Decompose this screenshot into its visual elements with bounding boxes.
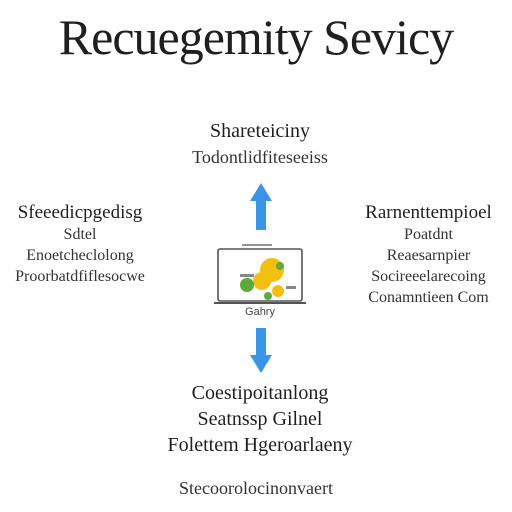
bottom-node: Coestipoitanlong Seatnssp Gilnel Folette… <box>140 380 380 458</box>
left-node: Sfeeedicpgedisg Sdtel Enoetcheclolong Pr… <box>0 202 160 287</box>
bottom-node-line-2: Folettem Hgeroarlaeny <box>167 434 353 456</box>
arrow-up-icon <box>250 183 272 230</box>
top-node-heading: Shareteiciny <box>210 120 310 142</box>
right-node: Rarnenttempioel Poatdnt Reaesarnpier Soc… <box>345 202 512 308</box>
left-node-line-2: Enoetcheclolong <box>26 247 134 264</box>
right-node-line-1: Poatdnt <box>404 226 453 243</box>
bottom-node-line-1: Seatnssp Gilnel <box>197 408 323 430</box>
device-label: Gahry <box>245 306 275 318</box>
right-node-line-2: Reaesarnpier <box>386 247 471 264</box>
page-title: Recuegemity Sevicy <box>58 9 454 65</box>
right-node-line-3: Socireeelarecoing <box>371 268 486 285</box>
arrow-down-icon <box>250 328 272 373</box>
right-node-heading: Rarnenttempioel <box>365 202 492 223</box>
left-node-line-1: Sdtel <box>63 226 97 243</box>
left-node-heading: Sfeeedicpgedisg <box>17 202 143 223</box>
laptop-icon <box>214 244 306 304</box>
top-node: Shareteiciny Todontlidfiteseeiss <box>160 120 360 168</box>
bottom-node-line-0: Coestipoitanlong <box>191 382 329 404</box>
top-node-subtext: Todontlidfiteseeiss <box>192 147 328 167</box>
left-node-line-3: Proorbatdfiflesocwe <box>15 268 145 285</box>
footer-caption: Stecoorolocinonvaert <box>179 478 333 498</box>
right-node-line-4: Conamntieen Com <box>368 289 489 306</box>
